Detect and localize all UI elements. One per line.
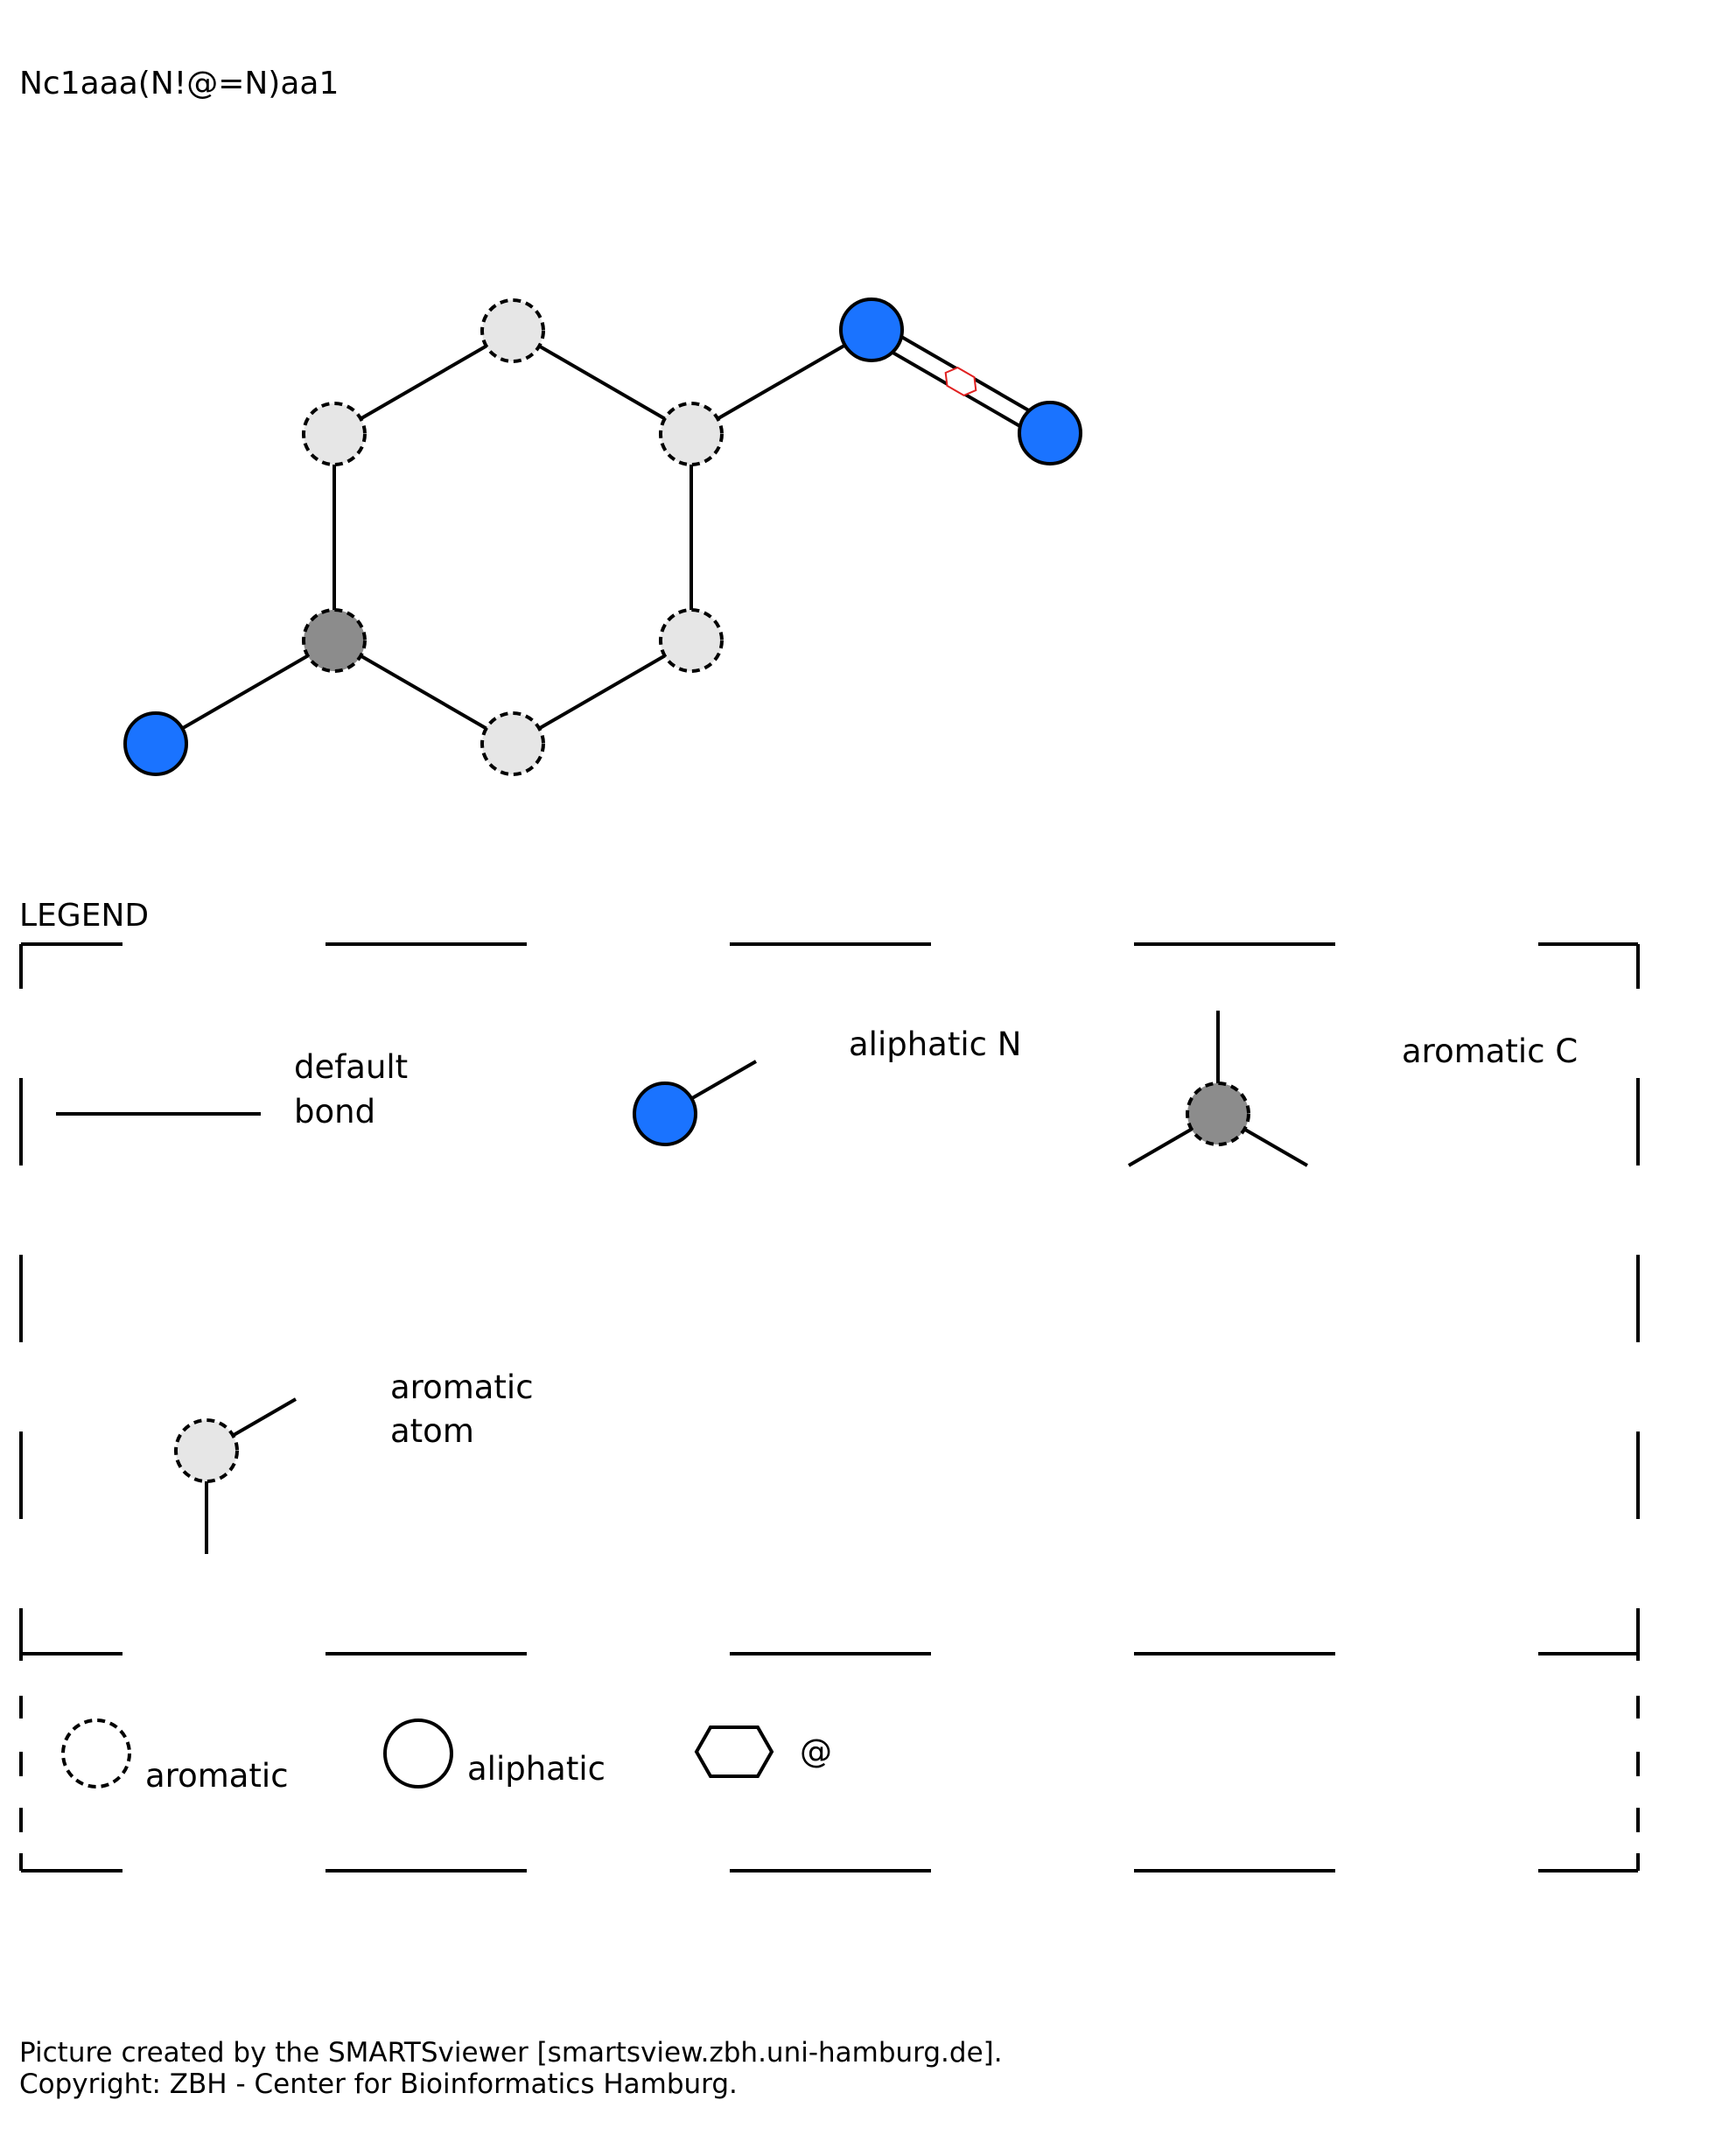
legend-aromatic-atom: aromatic atom: [174, 1368, 534, 1554]
legend-frame: [19, 942, 1640, 1661]
legend-default-bond-label-line1: default: [294, 1048, 408, 1086]
legend-title: LEGEND: [19, 898, 149, 934]
ring-hexagon-icon: [694, 1726, 774, 1778]
legend-aromatic-c-label: aromatic C: [1402, 1032, 1578, 1070]
azo-bond: [690, 328, 873, 436]
footer-copyright: Copyright: ZBH - Center for Bioinformati…: [19, 2068, 738, 2100]
key-ring-label: @: [800, 1732, 832, 1770]
ring-bond-marker-icon: [944, 366, 977, 397]
legend-key-frame: [19, 1696, 1640, 1872]
aliphatic-nitrogen-atom: [839, 298, 904, 362]
aromatic-atom: [302, 402, 367, 466]
key-ring: @: [694, 1726, 832, 1778]
aliphatic-nitrogen-atom: [1018, 401, 1082, 466]
smarts-string: Nc1aaa(N!@=N)aa1: [19, 66, 339, 102]
legend-aromatic-atom-label-line1: aromatic: [390, 1368, 534, 1406]
molecule: [123, 298, 1082, 776]
key-aliphatic-label: aliphatic: [467, 1750, 606, 1788]
footer-credit: Picture created by the SMARTSviewer [sma…: [19, 2037, 1003, 2068]
aliphatic-nitrogen-atom: [123, 711, 188, 776]
key-aliphatic: aliphatic: [383, 1718, 606, 1788]
aromatic-atom: [480, 711, 545, 776]
key-aromatic: aromatic: [61, 1718, 289, 1795]
legend-default-bond-label-line2: bond: [294, 1093, 375, 1130]
aromatic-circle-icon: [61, 1718, 131, 1788]
aromatic-atom-sample: [174, 1418, 239, 1483]
ring-bond: [332, 329, 514, 436]
aliphatic-circle-icon: [383, 1718, 453, 1788]
legend-aromatic-c: aromatic C: [1127, 1011, 1578, 1167]
aromatic-atom: [659, 608, 724, 673]
aromatic-c-sample: [1186, 1082, 1250, 1146]
amine-bond: [154, 639, 336, 746]
legend-aliphatic-n-label: aliphatic N: [849, 1026, 1021, 1063]
legend-aliphatic-n: aliphatic N: [633, 1026, 1021, 1146]
aromatic-atom: [659, 402, 724, 466]
ring-bond: [332, 639, 514, 746]
aromatic-carbon-atom: [302, 608, 367, 673]
legend-default-bond: default bond: [56, 1048, 408, 1130]
aliphatic-n-sample: [633, 1082, 697, 1146]
legend-aromatic-atom-label-line2: atom: [390, 1412, 474, 1450]
aromatic-atom: [480, 298, 545, 363]
ring-bond: [511, 639, 693, 746]
ring-bond: [511, 329, 693, 436]
key-aromatic-label: aromatic: [145, 1757, 289, 1795]
